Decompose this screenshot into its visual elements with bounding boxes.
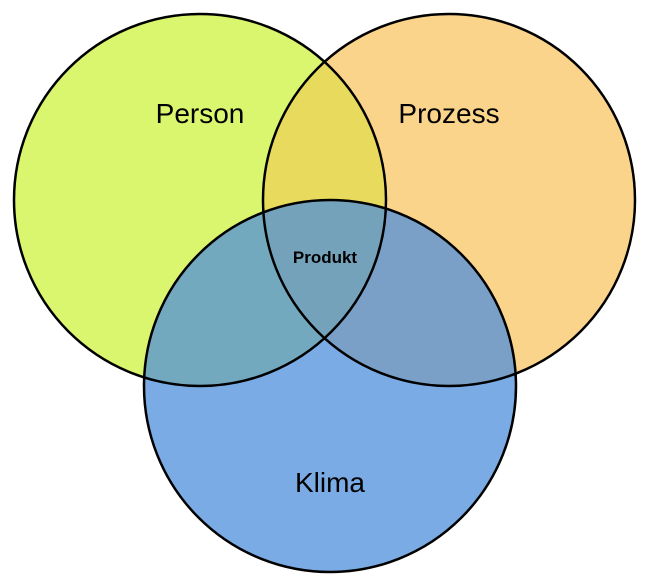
klima-label: Klima bbox=[295, 467, 365, 498]
klima-outline bbox=[142, 198, 518, 574]
prozess-outline bbox=[261, 12, 637, 388]
circle-outlines bbox=[12, 12, 637, 574]
produkt-label: Produkt bbox=[293, 248, 358, 267]
prozess-label: Prozess bbox=[398, 98, 499, 129]
person-outline bbox=[12, 12, 388, 388]
person-label: Person bbox=[156, 98, 245, 129]
klima-circle bbox=[144, 200, 516, 572]
